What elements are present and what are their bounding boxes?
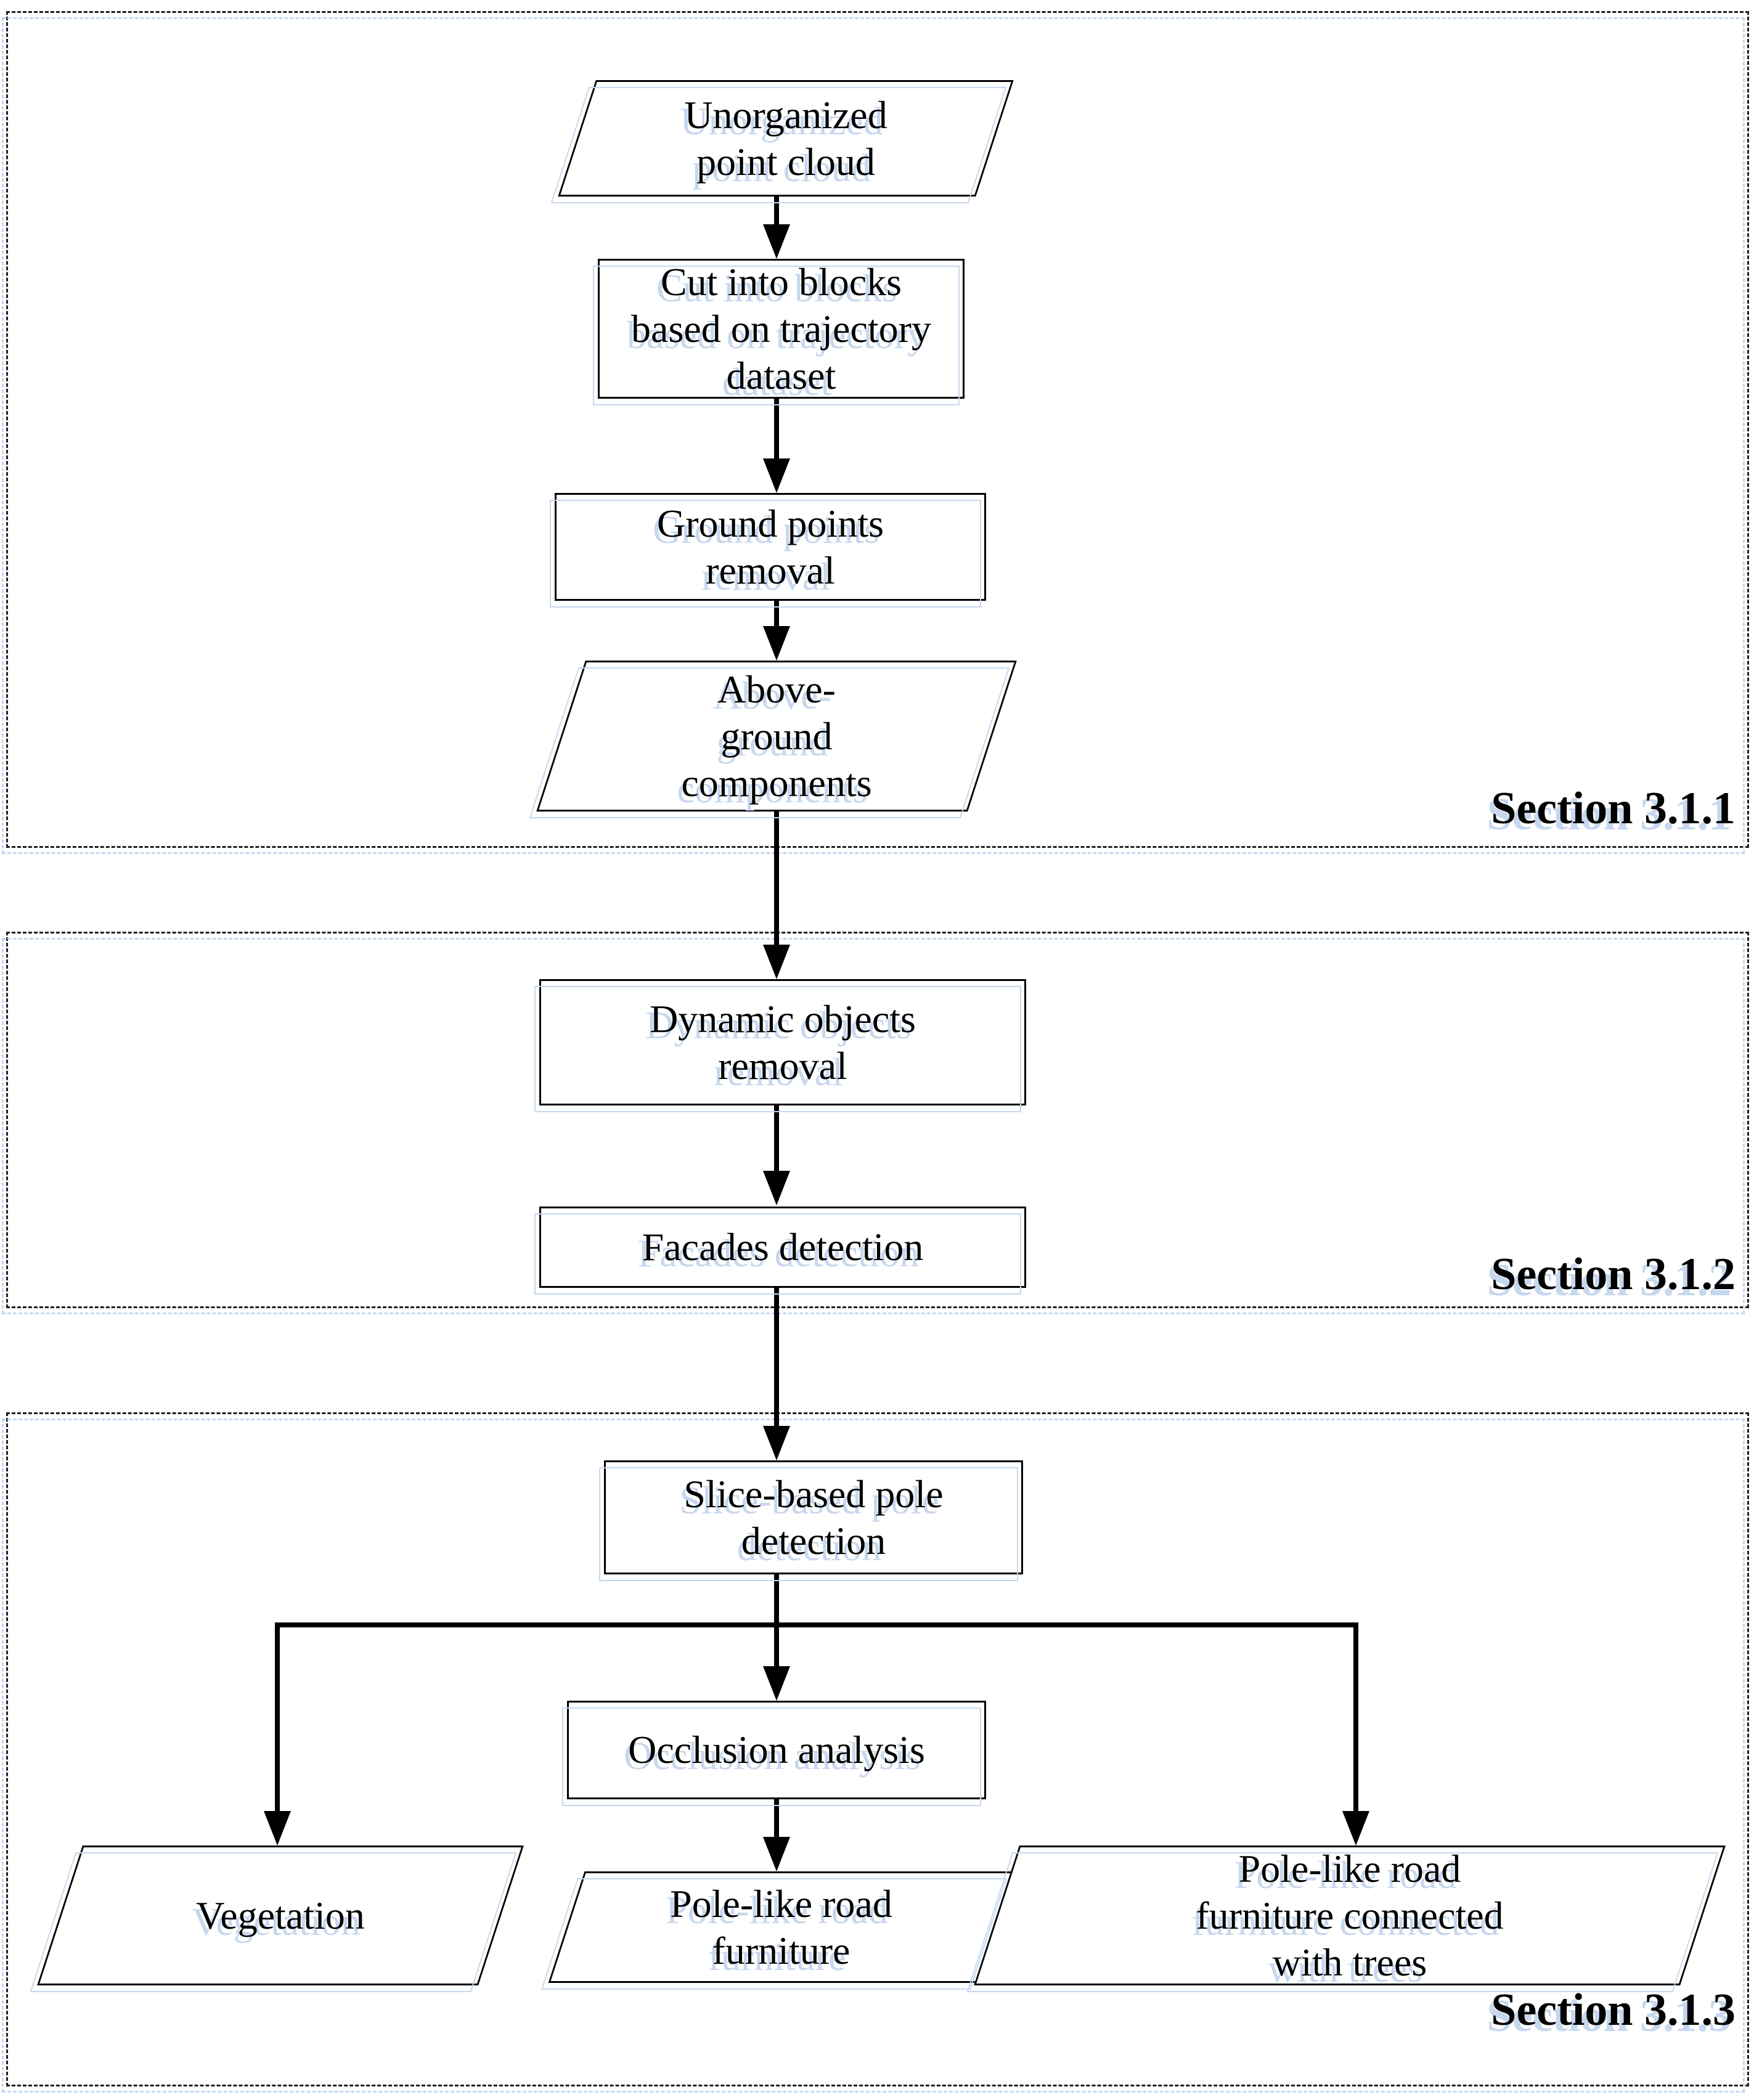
node-line: detection (741, 1518, 886, 1563)
node-line: Vegetation (196, 1893, 365, 1937)
node-line: with trees (1272, 1940, 1427, 1984)
node-line: furniture connected (1196, 1893, 1504, 1937)
rectangle-shape (539, 1207, 1026, 1288)
arrow-head-icon (763, 1426, 790, 1460)
arrow-shaft-dynamic-to-facades (774, 1105, 779, 1173)
node-line: Above- (717, 667, 836, 711)
section-box-3-1-1 (6, 11, 1749, 848)
node-dynamic-objects-removal: Dynamic objects removal (539, 979, 1026, 1105)
node-line: furniture (712, 1928, 850, 1972)
node-line: Ground points (657, 501, 884, 545)
node-line: Pole-like road (1238, 1846, 1461, 1890)
node-line: based on trajectory (631, 306, 931, 351)
arrow-head-icon (763, 626, 790, 661)
node-pole-like-road-furniture: Pole-like road furniture (548, 1871, 1014, 1983)
node-vegetation: Vegetation (37, 1846, 524, 1985)
node-slice-based-pole-detection: Slice-based pole detection (604, 1460, 1023, 1574)
node-line: components (681, 760, 872, 805)
arrow-shaft-branch-to-vegetation (275, 1622, 280, 1813)
arrow-head-icon (264, 1811, 291, 1846)
arrow-shaft-slicepole-to-occlusion (774, 1574, 779, 1668)
node-unorganized-point-cloud: Unorganized point cloud (558, 80, 1014, 197)
rectangle-shape (598, 259, 965, 399)
section-box-3-1-3 (6, 1412, 1749, 2086)
node-line: Dynamic objects (650, 996, 916, 1041)
node-line: removal (718, 1043, 847, 1088)
node-line: Pole-like road (670, 1881, 892, 1926)
node-line: removal (706, 548, 835, 592)
node-line: Occlusion analysis (628, 1728, 925, 1772)
arrow-shaft-occlusion-to-polefurniture (774, 1799, 779, 1839)
arrow-head-icon (763, 224, 790, 259)
arrow-head-icon (763, 1666, 790, 1701)
arrow-shaft-facades-to-slicepole (774, 1288, 779, 1428)
node-line: Cut into blocks (660, 259, 902, 304)
node-pole-furniture-connected-with-trees: Pole-like road furniture connected with … (974, 1846, 1726, 1985)
rectangle-shape (604, 1460, 1023, 1574)
node-line: dataset (726, 353, 836, 397)
node-ground-points-removal: Ground points removal (555, 493, 986, 601)
arrow-head-icon (763, 1837, 790, 1871)
section-label-3-1-2: Section 3.1.2 (1491, 1249, 1736, 1300)
arrow-head-icon (763, 1171, 790, 1205)
node-line: Slice-based pole (683, 1471, 944, 1516)
node-cut-into-blocks: Cut into blocks based on trajectory data… (598, 259, 965, 399)
node-line: point cloud (696, 139, 875, 184)
node-line: ground (720, 714, 833, 758)
arrow-head-icon (763, 945, 790, 979)
section-label-3-1-3: Section 3.1.3 (1491, 1985, 1736, 2035)
arrow-shaft-groundremoval-to-aboveground (774, 601, 779, 628)
arrow-head-icon (1342, 1811, 1369, 1846)
rectangle-shape (567, 1701, 986, 1799)
node-occlusion-analysis: Occlusion analysis (567, 1701, 986, 1799)
node-line: Unorganized (684, 92, 887, 137)
node-line: Facades detection (642, 1225, 924, 1269)
arrow-shaft-branch-to-poletrees (1353, 1622, 1358, 1813)
node-facades-detection: Facades detection (539, 1207, 1026, 1288)
node-above-ground-components: Above- ground components (536, 661, 1017, 812)
branch-line (275, 1622, 1358, 1627)
rectangle-shape (539, 979, 1026, 1105)
section-label-3-1-1: Section 3.1.1 (1491, 783, 1736, 834)
arrow-shaft-aboveground-to-dynamic (774, 812, 779, 946)
arrow-shaft-cutblocks-to-groundremoval (774, 399, 779, 460)
section-box-3-1-2 (6, 932, 1749, 1308)
arrow-shaft-unorganized-to-cutblocks (774, 197, 779, 226)
rectangle-shape (555, 493, 986, 601)
arrow-head-icon (763, 458, 790, 493)
